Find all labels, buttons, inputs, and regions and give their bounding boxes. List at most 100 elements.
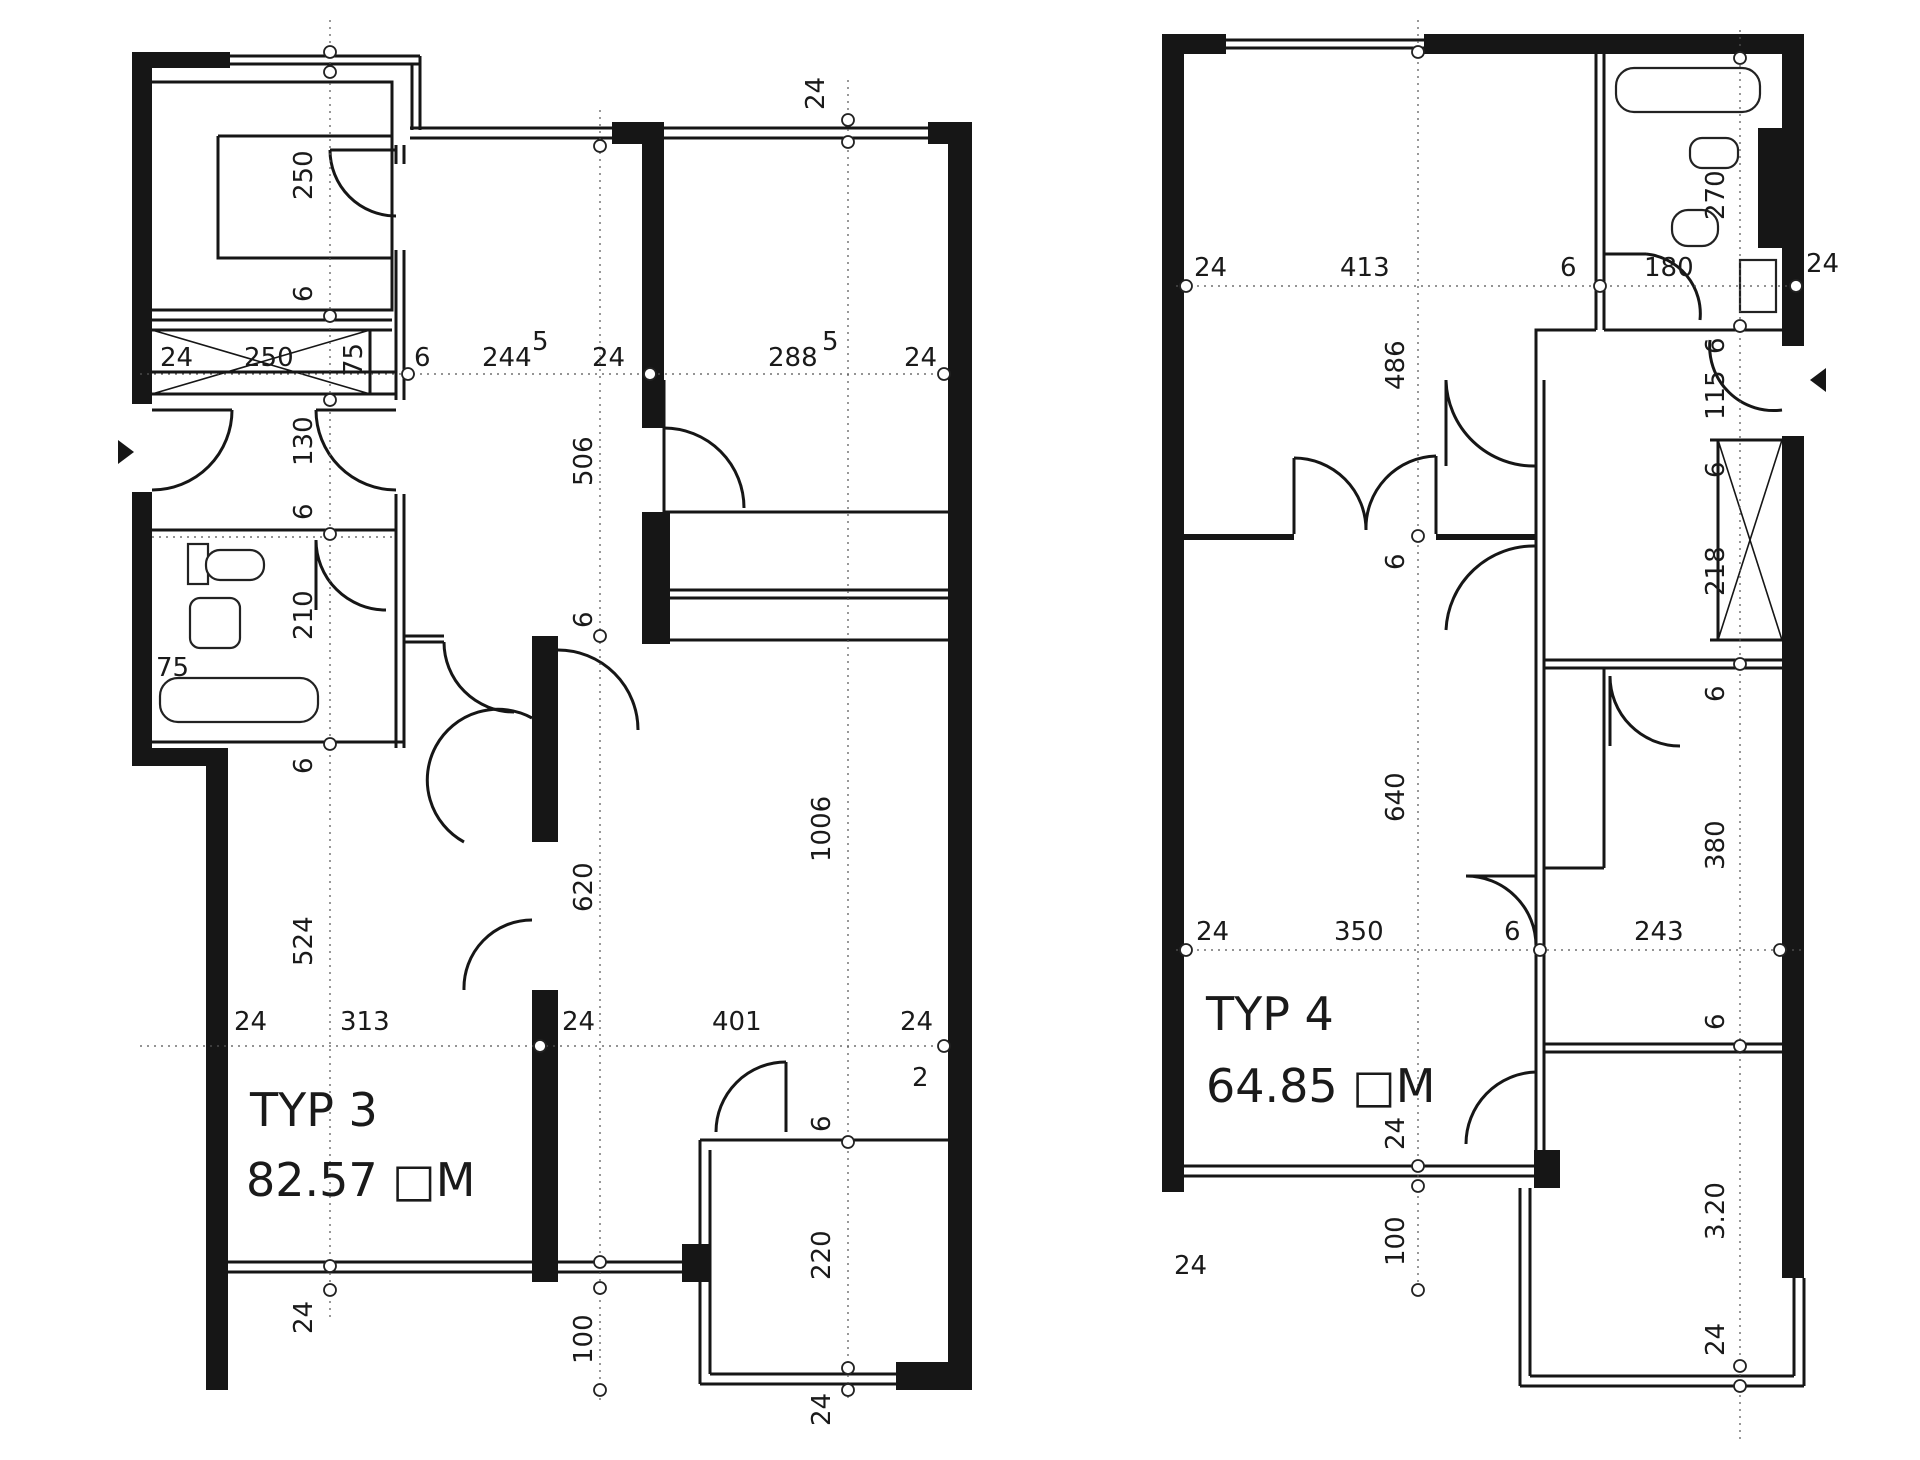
dim-label: 6 bbox=[1504, 917, 1521, 947]
dim-label: 640 bbox=[1381, 772, 1411, 822]
wall bbox=[1782, 34, 1804, 346]
dim-label: 250 bbox=[289, 150, 319, 200]
plan-area: 82.57 □M bbox=[246, 1153, 475, 1207]
dim-label: 6 bbox=[289, 285, 319, 302]
dim-label: 115 bbox=[1701, 370, 1731, 420]
dim-label: 220 bbox=[807, 1230, 837, 1280]
wall bbox=[132, 52, 152, 404]
dim-label: 380 bbox=[1701, 820, 1731, 870]
plan-type-label: TYP 3 bbox=[249, 1083, 378, 1137]
bed-outline bbox=[216, 134, 392, 260]
plan-area: 64.85 □M bbox=[1206, 1059, 1435, 1113]
dim-label: 24 bbox=[592, 343, 625, 373]
wall bbox=[132, 492, 152, 764]
dim-label: 24 bbox=[289, 1301, 319, 1334]
dim-label: 6 bbox=[1381, 553, 1411, 570]
dim-label: 401 bbox=[712, 1007, 762, 1037]
dim-label: 243 bbox=[1634, 917, 1684, 947]
wall bbox=[132, 748, 228, 766]
dim-label: 486 bbox=[1381, 340, 1411, 390]
dim-label: 24 bbox=[1194, 253, 1227, 283]
wall bbox=[1162, 34, 1184, 1192]
toilet bbox=[1670, 208, 1720, 248]
dim-label: 6 bbox=[289, 503, 319, 520]
wall bbox=[682, 1244, 710, 1282]
dim-label: 24 bbox=[900, 1007, 933, 1037]
dim-label: 3.20 bbox=[1701, 1182, 1731, 1240]
dim-label: 24 bbox=[1381, 1117, 1411, 1150]
dim-label: 130 bbox=[289, 416, 319, 466]
dim-label: 218 bbox=[1701, 546, 1731, 596]
dim-label: 6 bbox=[1701, 685, 1731, 702]
dim-label: 24 bbox=[562, 1007, 595, 1037]
axis-marker bbox=[323, 45, 951, 1397]
dim-label: 270 bbox=[1701, 170, 1731, 220]
dim-label: 6 bbox=[414, 343, 431, 373]
dim-label: 24 bbox=[807, 1393, 837, 1426]
wall bbox=[642, 122, 664, 428]
dim-label: 6 bbox=[807, 1115, 837, 1132]
storage-closet bbox=[151, 329, 372, 395]
wall bbox=[532, 636, 558, 842]
dim-label: 180 bbox=[1644, 253, 1694, 283]
dim-label: 288 bbox=[768, 343, 818, 373]
dim-label: 6 bbox=[1701, 461, 1731, 478]
dim-label: 6 bbox=[289, 757, 319, 774]
dimension-lines bbox=[140, 20, 948, 1400]
toilet bbox=[1688, 136, 1740, 170]
dim-label: 75 bbox=[156, 653, 189, 683]
dim-label: 24 bbox=[1174, 1251, 1207, 1281]
dim-label: 506 bbox=[569, 436, 599, 486]
plan-typ-3: 250 6 24 250 75 6 244 5 24 288 5 24 24 1… bbox=[118, 20, 972, 1426]
bathtub bbox=[158, 676, 320, 724]
dim-label: 313 bbox=[340, 1007, 390, 1037]
dim-label: 6 bbox=[1701, 337, 1731, 354]
dim-label: 24 bbox=[234, 1007, 267, 1037]
dim-label: 6 bbox=[1701, 1013, 1731, 1030]
dim-label: 24 bbox=[1196, 917, 1229, 947]
dim-label: 24 bbox=[1701, 1323, 1731, 1356]
dim-label: 75 bbox=[339, 343, 369, 376]
dim-label: 5 bbox=[532, 327, 549, 357]
dim-label: 1006 bbox=[807, 796, 837, 862]
dim-label: 24 bbox=[160, 343, 193, 373]
dim-label: 2 bbox=[912, 1063, 929, 1093]
dim-label: 6 bbox=[1560, 253, 1577, 283]
wall bbox=[642, 512, 670, 644]
wardrobe bbox=[152, 80, 394, 312]
wall bbox=[896, 1362, 972, 1390]
window bbox=[228, 54, 948, 1386]
wall bbox=[206, 750, 228, 1390]
window bbox=[1184, 38, 1806, 1388]
dim-label: 24 bbox=[1806, 249, 1839, 279]
dim-label: 6 bbox=[569, 611, 599, 628]
toilet bbox=[204, 548, 266, 582]
dim-label: 24 bbox=[904, 343, 937, 373]
dim-label: 524 bbox=[289, 916, 319, 966]
dim-label: 100 bbox=[569, 1314, 599, 1364]
dim-label: 620 bbox=[569, 862, 599, 912]
wall bbox=[1782, 436, 1804, 1278]
wall bbox=[948, 122, 972, 1390]
partition bbox=[152, 145, 948, 748]
entrance-arrow bbox=[1810, 368, 1826, 392]
entrance-arrow bbox=[118, 440, 134, 464]
dim-label: 5 bbox=[822, 327, 839, 357]
dim-label: 210 bbox=[289, 590, 319, 640]
bathtub bbox=[1614, 66, 1762, 114]
wall bbox=[1436, 534, 1536, 540]
door bbox=[151, 148, 788, 1133]
wall bbox=[1758, 128, 1782, 248]
partition bbox=[1534, 54, 1782, 1150]
wall bbox=[532, 990, 558, 1282]
wall bbox=[1534, 1150, 1560, 1188]
plan-typ-4: 24 413 6 180 24 270 486 6 115 6 218 6 6 … bbox=[1162, 20, 1839, 1440]
dim-label: 350 bbox=[1334, 917, 1384, 947]
dim-label: 250 bbox=[244, 343, 294, 373]
wall bbox=[1184, 534, 1294, 540]
plan-type-label: TYP 4 bbox=[1205, 987, 1334, 1041]
axis-marker bbox=[1179, 45, 1803, 1393]
door bbox=[1292, 252, 1783, 1145]
storage-closet bbox=[1717, 439, 1783, 641]
